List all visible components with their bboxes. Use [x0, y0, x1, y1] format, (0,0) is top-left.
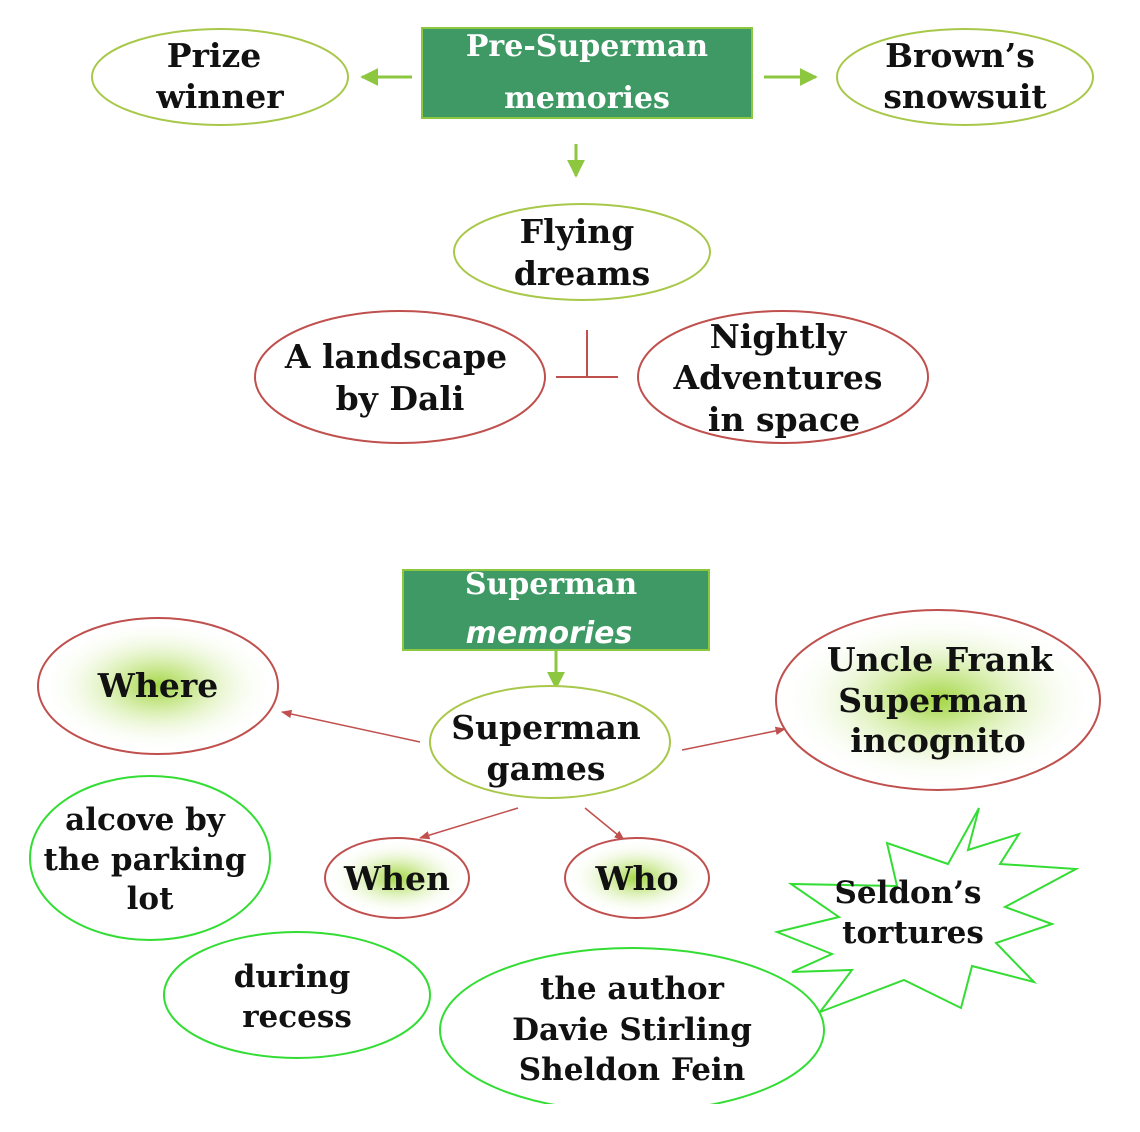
- landscape-by-dali-oval: A landscape by Dali: [254, 310, 546, 444]
- svg-text:snowsuit: snowsuit: [883, 77, 1047, 116]
- svg-text:Where: Where: [97, 666, 218, 705]
- svg-text:Superman: Superman: [451, 708, 641, 747]
- svg-text:Brown’s: Brown’s: [885, 36, 1035, 75]
- svg-text:A landscape: A landscape: [284, 337, 507, 376]
- svg-text:by Dali: by Dali: [336, 379, 465, 418]
- superman-box-line1: Superman: [465, 567, 638, 602]
- svg-text:the parking: the parking: [44, 842, 247, 878]
- svg-text:in space: in space: [708, 400, 860, 439]
- svg-text:When: When: [343, 859, 450, 898]
- browns-snowsuit-oval: Brown’s snowsuit: [836, 28, 1094, 126]
- uncle-frank-oval: Uncle Frank Superman incognito: [775, 609, 1101, 791]
- arrow-to-uncle: [681, 726, 787, 751]
- svg-text:during: during: [234, 959, 351, 995]
- superman-box-line2: memories: [466, 616, 633, 651]
- nightly-adventures-oval: Nightly Adventures in space: [637, 310, 929, 444]
- svg-text:dreams: dreams: [514, 254, 650, 293]
- svg-text:Seldon’s: Seldon’s: [834, 875, 981, 911]
- svg-text:Sheldon Fein: Sheldon Fein: [519, 1052, 745, 1088]
- pre-superman-line1: Pre-Superman: [466, 29, 708, 64]
- arrow-to-who: [584, 807, 625, 841]
- svg-text:Who: Who: [594, 859, 678, 898]
- superman-games-oval: Superman games: [429, 685, 671, 799]
- svg-text:Adventures: Adventures: [672, 358, 882, 397]
- during-recess-oval: during recess: [163, 931, 431, 1059]
- svg-text:recess: recess: [242, 999, 352, 1035]
- svg-text:Davie Stirling: Davie Stirling: [512, 1012, 752, 1048]
- bottom-crop: [0, 1104, 1140, 1132]
- pre-superman-box: Pre-Superman memories: [421, 27, 753, 119]
- svg-text:Uncle Frank: Uncle Frank: [827, 640, 1054, 679]
- who-oval: Who: [564, 837, 710, 919]
- svg-text:Prize: Prize: [167, 36, 261, 75]
- prize-winner-oval: Prize winner: [91, 28, 349, 126]
- svg-text:lot: lot: [127, 881, 174, 917]
- svg-text:Superman: Superman: [838, 681, 1028, 720]
- seldon-tortures-burst: Seldon’s tortures: [773, 807, 1080, 1015]
- where-oval: Where: [37, 617, 279, 755]
- alcove-oval: alcove by the parking lot: [29, 775, 271, 941]
- svg-text:the author: the author: [540, 971, 725, 1007]
- arrow-to-when: [418, 807, 519, 840]
- flying-dreams-oval: Flying dreams: [453, 203, 711, 301]
- svg-text:incognito: incognito: [850, 721, 1026, 760]
- superman-memories-box: Superman memories: [402, 567, 710, 651]
- when-oval: When: [324, 837, 470, 919]
- arrow-to-where: [280, 709, 421, 743]
- svg-text:games: games: [487, 749, 606, 788]
- svg-text:winner: winner: [155, 77, 284, 116]
- svg-text:Flying: Flying: [520, 212, 635, 251]
- svg-text:alcove by: alcove by: [65, 802, 226, 838]
- svg-text:tortures: tortures: [842, 915, 984, 951]
- author-oval: the author Davie Stirling Sheldon Fein: [439, 947, 825, 1113]
- connector-t-shape: [556, 330, 618, 378]
- svg-text:Nightly: Nightly: [710, 317, 848, 356]
- pre-superman-line2: memories: [504, 81, 670, 116]
